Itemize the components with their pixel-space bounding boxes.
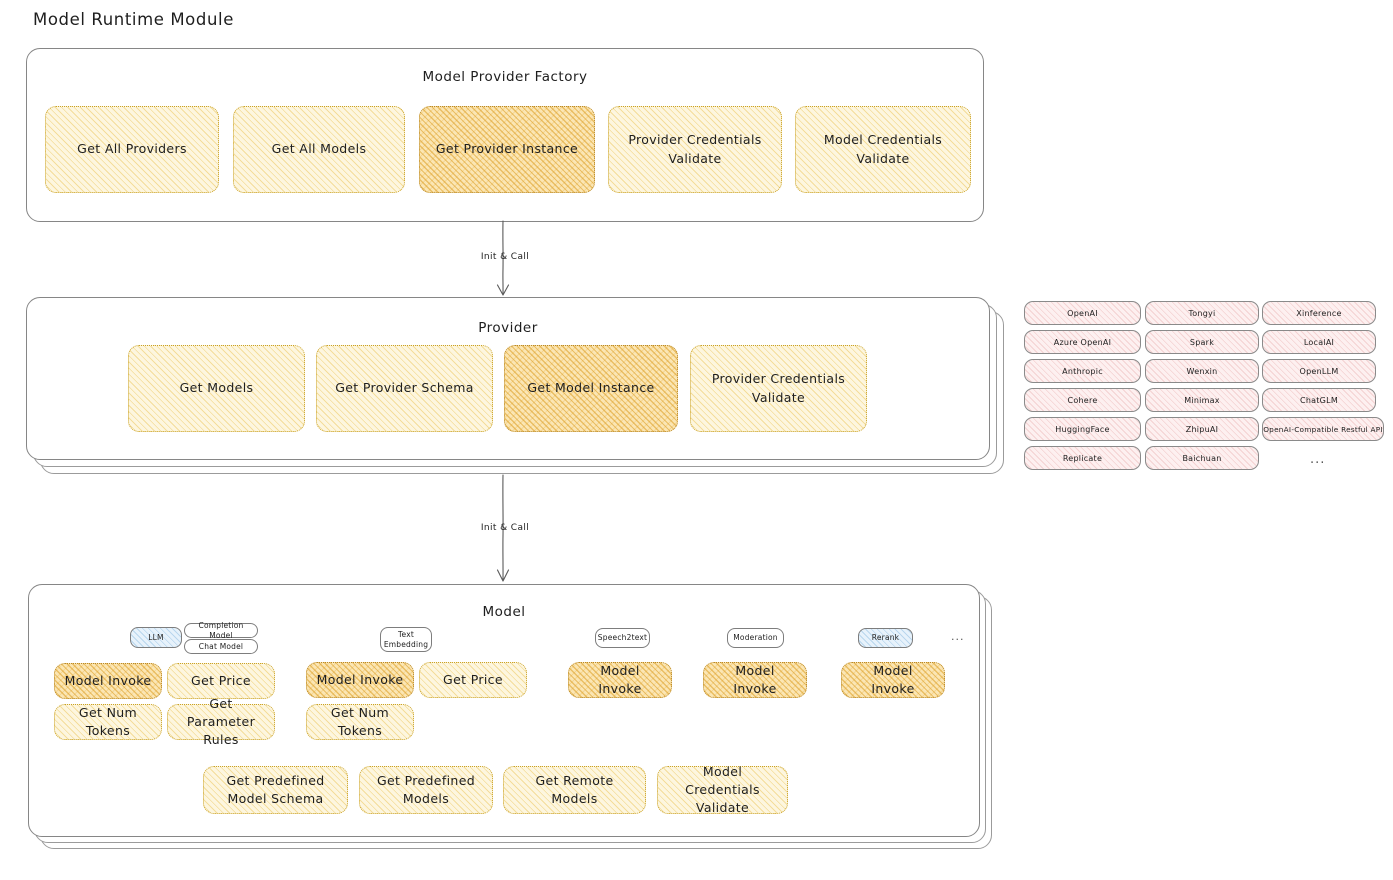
model-llm-node-get-price[interactable]: Get Price bbox=[167, 663, 275, 699]
model-type-tab-llm[interactable]: LLM bbox=[130, 627, 182, 648]
arrow-factory-to-provider bbox=[496, 220, 510, 296]
provider-chip-replicate[interactable]: Replicate bbox=[1024, 446, 1141, 470]
model-text-embedding-node-model-invoke[interactable]: Model Invoke bbox=[306, 662, 414, 698]
arrow-provider-to-model bbox=[496, 474, 510, 582]
model-node-get-predefined-model-schema[interactable]: Get Predefined Model Schema bbox=[203, 766, 348, 814]
arrow-label-init-and-call-2: Init & Call bbox=[480, 523, 530, 533]
provider-node-provider-credentials-validate[interactable]: Provider Credentials Validate bbox=[690, 345, 867, 432]
provider-list-more: ... bbox=[1310, 452, 1326, 467]
provider-chip-xinference[interactable]: Xinference bbox=[1262, 301, 1376, 325]
factory-node-get-provider-instance[interactable]: Get Provider Instance bbox=[419, 106, 595, 193]
factory-node-provider-credentials-validate[interactable]: Provider Credentials Validate bbox=[608, 106, 782, 193]
model-type-tab-text-embedding[interactable]: Text Embedding bbox=[380, 627, 432, 652]
model-speech2text-node-model-invoke[interactable]: Model Invoke bbox=[568, 662, 672, 698]
provider-chip-wenxin[interactable]: Wenxin bbox=[1145, 359, 1259, 383]
model-moderation-node-model-invoke[interactable]: Model Invoke bbox=[703, 662, 807, 698]
provider-node-get-model-instance[interactable]: Get Model Instance bbox=[504, 345, 678, 432]
model-type-tab-moderation[interactable]: Moderation bbox=[727, 628, 784, 648]
provider-chip-huggingface[interactable]: HuggingFace bbox=[1024, 417, 1141, 441]
provider-chip-localai[interactable]: LocalAI bbox=[1262, 330, 1376, 354]
model-text-embedding-node-get-price[interactable]: Get Price bbox=[419, 662, 527, 698]
provider-chip-azure-openai[interactable]: Azure OpenAI bbox=[1024, 330, 1141, 354]
factory-node-get-all-models[interactable]: Get All Models bbox=[233, 106, 405, 193]
model-llm-node-model-invoke[interactable]: Model Invoke bbox=[54, 663, 162, 699]
model-node-get-predefined-models[interactable]: Get Predefined Models bbox=[359, 766, 493, 814]
model-provider-factory-title: Model Provider Factory bbox=[422, 69, 588, 85]
page-title: Model Runtime Module bbox=[33, 10, 234, 29]
provider-chip-openai[interactable]: OpenAI bbox=[1024, 301, 1141, 325]
provider-chip-zhipuai[interactable]: ZhipuAI bbox=[1145, 417, 1259, 441]
factory-node-model-credentials-validate[interactable]: Model Credentials Validate bbox=[795, 106, 971, 193]
model-llm-node-get-num-tokens[interactable]: Get Num Tokens bbox=[54, 704, 162, 740]
provider-chip-openai-compatible-restful-api[interactable]: OpenAI-Compatible Restful API bbox=[1262, 417, 1384, 441]
provider-chip-chatglm[interactable]: ChatGLM bbox=[1262, 388, 1376, 412]
provider-title: Provider bbox=[478, 320, 538, 336]
provider-chip-cohere[interactable]: Cohere bbox=[1024, 388, 1141, 412]
model-llm-node-get-parameter-rules[interactable]: Get Parameter Rules bbox=[167, 696, 275, 747]
model-subtype-completion-model[interactable]: Completion Model bbox=[184, 621, 258, 640]
provider-chip-spark[interactable]: Spark bbox=[1145, 330, 1259, 354]
arrow-label-init-and-call-1: Init & Call bbox=[480, 252, 530, 262]
provider-chip-tongyi[interactable]: Tongyi bbox=[1145, 301, 1259, 325]
model-subtype-chat-model[interactable]: Chat Model bbox=[184, 639, 258, 654]
provider-node-get-provider-schema[interactable]: Get Provider Schema bbox=[316, 345, 493, 432]
model-type-tab-speech2text[interactable]: Speech2text bbox=[595, 628, 650, 648]
provider-chip-openllm[interactable]: OpenLLM bbox=[1262, 359, 1376, 383]
provider-chip-anthropic[interactable]: Anthropic bbox=[1024, 359, 1141, 383]
model-title: Model bbox=[482, 604, 526, 620]
provider-chip-baichuan[interactable]: Baichuan bbox=[1145, 446, 1259, 470]
model-rerank-node-model-invoke[interactable]: Model Invoke bbox=[841, 662, 945, 698]
model-type-tab-rerank[interactable]: Rerank bbox=[858, 628, 913, 648]
model-node-model-credentials-validate[interactable]: Model Credentials Validate bbox=[657, 764, 788, 815]
model-text-embedding-node-get-num-tokens[interactable]: Get Num Tokens bbox=[306, 704, 414, 740]
model-node-get-remote-models[interactable]: Get Remote Models bbox=[503, 766, 646, 814]
model-types-more: ... bbox=[951, 630, 965, 643]
factory-node-get-all-providers[interactable]: Get All Providers bbox=[45, 106, 219, 193]
provider-chip-minimax[interactable]: Minimax bbox=[1145, 388, 1259, 412]
provider-node-get-models[interactable]: Get Models bbox=[128, 345, 305, 432]
